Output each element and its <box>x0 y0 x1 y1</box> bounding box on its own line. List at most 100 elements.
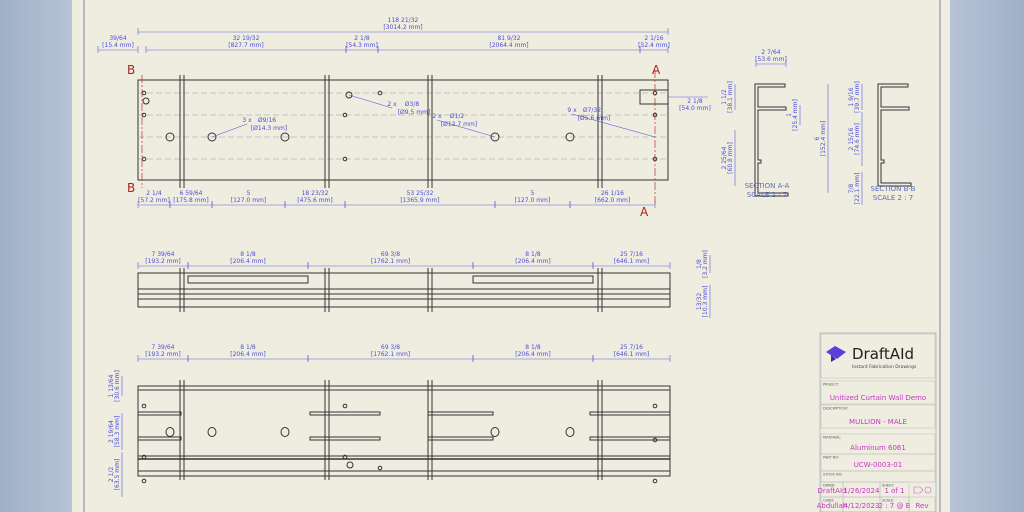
middle-dim: 8 1/8[206.4 mm] <box>187 251 309 269</box>
dimension-inch: 1 13/64 <box>108 374 115 397</box>
dimension-mm: [206.4 mm] <box>515 258 550 265</box>
dimension-inch: 69 3/8 <box>381 251 400 258</box>
dimension-mm: [646.1 mm] <box>614 351 649 358</box>
middle-dim: 25 7/16[646.1 mm] <box>592 251 671 269</box>
section-b-b-title: SECTION B-B <box>871 185 916 193</box>
end-notch <box>639 89 669 105</box>
material-field-value: Aluminum 6061 <box>850 444 906 452</box>
project-field: PROJECT: Unitized Curtain Wall Demo <box>820 380 936 405</box>
scale-field-label: SCALE: <box>882 499 894 503</box>
overall-length-dim: 118 21/32[3014.2 mm] <box>137 17 669 35</box>
small-hole <box>141 478 147 484</box>
dimension-inch: 6 59/64 <box>179 190 202 197</box>
dimension-mm: [662.0 mm] <box>595 197 630 204</box>
hole <box>280 427 290 437</box>
hole <box>565 427 575 437</box>
rev-field: Rev <box>908 496 936 512</box>
dimension-mm: [827.7 mm] <box>228 42 263 49</box>
slot <box>187 275 309 284</box>
leader-line <box>348 94 393 109</box>
section-b-b-scale: SCALE 2 : 7 <box>873 194 913 202</box>
sheet-field-label: SHEET: <box>882 484 894 488</box>
dimension-mm: [2064.4 mm] <box>489 42 528 49</box>
section-marker-b-bottom: B <box>127 181 135 195</box>
section-a-a: SECTION A-A SCALE 2 : 7 <box>745 83 790 199</box>
hole <box>280 132 290 142</box>
dimension-inch: 8 1/8 <box>240 344 256 351</box>
dimension-inch: 2 1/16 <box>644 35 663 42</box>
bottom-dim: 18 23/32[475.6 mm] <box>284 190 346 208</box>
callout-mm: [Ø14.3 mm] <box>251 125 287 132</box>
dimension-mm: [127.0 mm] <box>515 197 550 204</box>
dimension-mm: [206.4 mm] <box>230 258 265 265</box>
dimension-inch: 5 <box>531 190 535 197</box>
rail <box>427 411 494 416</box>
bottom-dim: 5[127.0 mm] <box>211 190 286 208</box>
rail <box>137 411 182 416</box>
middle-view <box>137 268 671 312</box>
bottom-dim: 6 59/64[175.8 mm] <box>169 190 213 208</box>
callout-mm: [Ø12.7 mm] <box>441 121 477 128</box>
dimension-mm: [1365.9 mm] <box>400 197 439 204</box>
svg-text:[54.0 mm]: [54.0 mm] <box>679 105 711 112</box>
dimension-mm: [475.6 mm] <box>297 197 332 204</box>
middle-side-dim: 1/8[3.2 mm] <box>696 250 711 278</box>
dimension-inch: 1 9/16 <box>848 87 855 106</box>
small-hole <box>141 454 147 460</box>
rail <box>309 436 381 441</box>
top-dim: 81 9/32[2064.4 mm] <box>377 35 641 53</box>
dimension-mm: [3014.2 mm] <box>383 24 422 31</box>
dimension-inch: 69 3/8 <box>381 344 400 351</box>
part-number-field-label: PART NO: <box>823 456 839 460</box>
dimension-inch: 2 15/16 <box>848 127 855 150</box>
hole <box>142 97 150 105</box>
hole <box>345 91 353 99</box>
rev-field-value: Rev <box>916 502 929 510</box>
project-field-value: Unitized Curtain Wall Demo <box>830 394 926 402</box>
top-dim: 39/64[15.4 mm] <box>97 35 139 53</box>
dimension-mm: [646.1 mm] <box>614 258 649 265</box>
sheet-border <box>83 0 941 512</box>
bottom-dim: 26 1/16[662.0 mm] <box>569 190 656 208</box>
section-a-dim: 1 1/2[38.1 mm] <box>721 81 736 113</box>
callout-diameter: Ø3/8 <box>405 101 420 108</box>
section-a-dim: 6[152.4 mm] <box>814 84 829 193</box>
bottom-dim: 53 25/32[1365.9 mm] <box>344 190 496 208</box>
dimension-inch: 13/32 <box>696 293 703 310</box>
rail <box>309 411 381 416</box>
dimension-inch: 6 <box>814 136 821 140</box>
bottom-view-dim: 8 1/8[206.4 mm] <box>187 344 309 362</box>
dimensions: 118 21/32[3014.2 mm]39/64[15.4 mm]32 19/… <box>97 17 863 497</box>
dimension-inch: 39/64 <box>109 35 126 42</box>
project-field-label: PROJECT: <box>823 383 839 387</box>
dimension-mm: [30.6 mm] <box>114 370 121 402</box>
rail <box>427 436 494 441</box>
dimension-mm: [58.3 mm] <box>114 416 121 448</box>
callout-diameter: Ø1/2 <box>450 113 465 120</box>
dimension-inch: 2 1/8 <box>354 35 370 42</box>
checked-field-value: Abdullah <box>817 502 848 510</box>
checked-field-label: CHKD: <box>823 499 834 503</box>
dimension-inch: 2 7/64 <box>761 49 780 56</box>
rail <box>137 436 182 441</box>
dimension-inch: 7/8 <box>848 183 855 193</box>
hole <box>165 132 175 142</box>
section-a-a-title: SECTION A-A <box>745 182 790 190</box>
dimension-inch: 5 <box>247 190 251 197</box>
rail <box>589 436 671 441</box>
slot <box>472 275 594 284</box>
hole <box>165 427 175 437</box>
dimension-mm: [206.4 mm] <box>230 351 265 358</box>
dimension-mm: [175.8 mm] <box>173 197 208 204</box>
description-field-value: MULLION - MALE <box>849 418 907 426</box>
draftaid-logo-icon <box>826 346 846 362</box>
dimension-inch: 1 1/2 <box>721 89 728 105</box>
dimension-inch: 25 7/16 <box>620 251 643 258</box>
middle-dim: 7 39/64[193.2 mm] <box>137 251 189 269</box>
drawn-date-field-value: 1/26/2024 <box>844 487 880 495</box>
bottom-view <box>137 380 671 484</box>
